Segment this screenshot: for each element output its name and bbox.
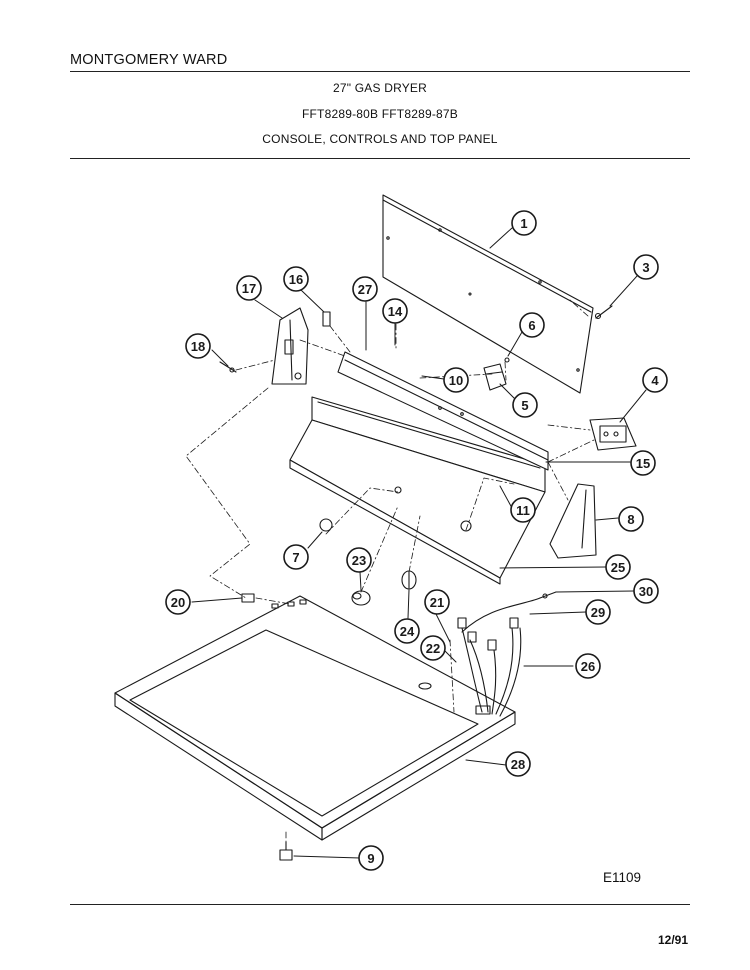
callout-bubbles: 1 3 4 5 6 7 8 9 10 11 14 15 16 17 18 20 … — [165, 210, 668, 871]
callout-number: 7 — [292, 550, 299, 565]
callout-23: 23 — [346, 547, 372, 573]
callout-20: 20 — [165, 589, 191, 615]
callout-9: 9 — [358, 845, 384, 871]
callout-11: 11 — [510, 497, 536, 523]
callout-16: 16 — [283, 266, 309, 292]
callout-number: 30 — [639, 584, 653, 599]
callout-number: 20 — [171, 595, 185, 610]
screw-part — [594, 305, 613, 320]
callout-22: 22 — [420, 635, 446, 661]
screw-part — [539, 591, 557, 599]
callout-30: 30 — [633, 578, 659, 604]
rear-panel-part — [382, 194, 594, 394]
timer-part — [589, 417, 637, 451]
callout-number: 11 — [516, 503, 530, 518]
callout-25: 25 — [605, 554, 631, 580]
console-channel-part — [337, 351, 549, 471]
callout-7: 7 — [283, 544, 309, 570]
callout-number: 3 — [642, 260, 649, 275]
header-bottom-rule — [70, 158, 690, 159]
clip-part — [322, 311, 331, 327]
header-model-title: 27" GAS DRYER — [332, 81, 427, 95]
callout-15: 15 — [630, 450, 656, 476]
switch-part — [483, 357, 510, 391]
callout-number: 29 — [591, 605, 605, 620]
callout-number: 1 — [520, 216, 527, 231]
callout-3: 3 — [633, 254, 659, 280]
foot-part — [279, 841, 293, 861]
callout-number: 4 — [651, 373, 659, 388]
side-endcap-part — [549, 483, 597, 559]
brand-name: MONTGOMERY WARD — [70, 52, 228, 68]
header-model-numbers: FFT8289-80B FFT8289-87B — [301, 107, 458, 121]
revision-date: 12/91 — [658, 933, 689, 947]
callout-number: 18 — [191, 339, 205, 354]
callout-21: 21 — [424, 589, 450, 615]
callout-26: 26 — [575, 653, 601, 679]
callout-27: 27 — [352, 276, 378, 302]
header-section-title: CONSOLE, CONTROLS AND TOP PANEL — [262, 132, 498, 146]
callout-number: 14 — [388, 304, 403, 319]
callout-number: 28 — [511, 757, 525, 772]
knob-part — [401, 570, 417, 590]
wire-harness-part — [457, 597, 541, 717]
callout-number: 24 — [400, 624, 415, 639]
callout-number: 26 — [581, 659, 595, 674]
side-bracket-part — [271, 307, 309, 385]
callout-number: 8 — [627, 512, 634, 527]
callout-18: 18 — [185, 333, 211, 359]
callout-1: 1 — [511, 210, 537, 236]
callout-leaders — [191, 227, 647, 859]
callout-number: 23 — [352, 553, 366, 568]
diagram-code: E1109 — [603, 870, 642, 885]
callout-number: 6 — [528, 318, 535, 333]
callout-number: 17 — [242, 281, 256, 296]
callout-8: 8 — [618, 506, 644, 532]
knob-part — [351, 590, 371, 606]
callout-29: 29 — [585, 599, 611, 625]
callout-24: 24 — [394, 618, 420, 644]
callout-14: 14 — [382, 298, 408, 324]
callout-number: 9 — [367, 851, 374, 866]
footer-rule — [70, 904, 690, 905]
callout-number: 5 — [521, 398, 528, 413]
callout-6: 6 — [519, 312, 545, 338]
callout-number: 25 — [611, 560, 625, 575]
header-top-rule — [70, 71, 690, 72]
screw-part — [219, 361, 237, 373]
callout-4: 4 — [642, 367, 668, 393]
callout-number: 10 — [449, 373, 463, 388]
callout-number: 21 — [430, 595, 444, 610]
callout-number: 15 — [636, 456, 650, 471]
callout-17: 17 — [236, 275, 262, 301]
callout-number: 16 — [289, 272, 303, 287]
callout-10: 10 — [443, 367, 469, 393]
callout-number: 22 — [426, 641, 440, 656]
top-panel-part — [114, 595, 516, 841]
clip-part — [241, 593, 255, 603]
callout-5: 5 — [512, 392, 538, 418]
callout-number: 27 — [358, 282, 372, 297]
callout-28: 28 — [505, 751, 531, 777]
control-panel-part — [289, 396, 546, 585]
